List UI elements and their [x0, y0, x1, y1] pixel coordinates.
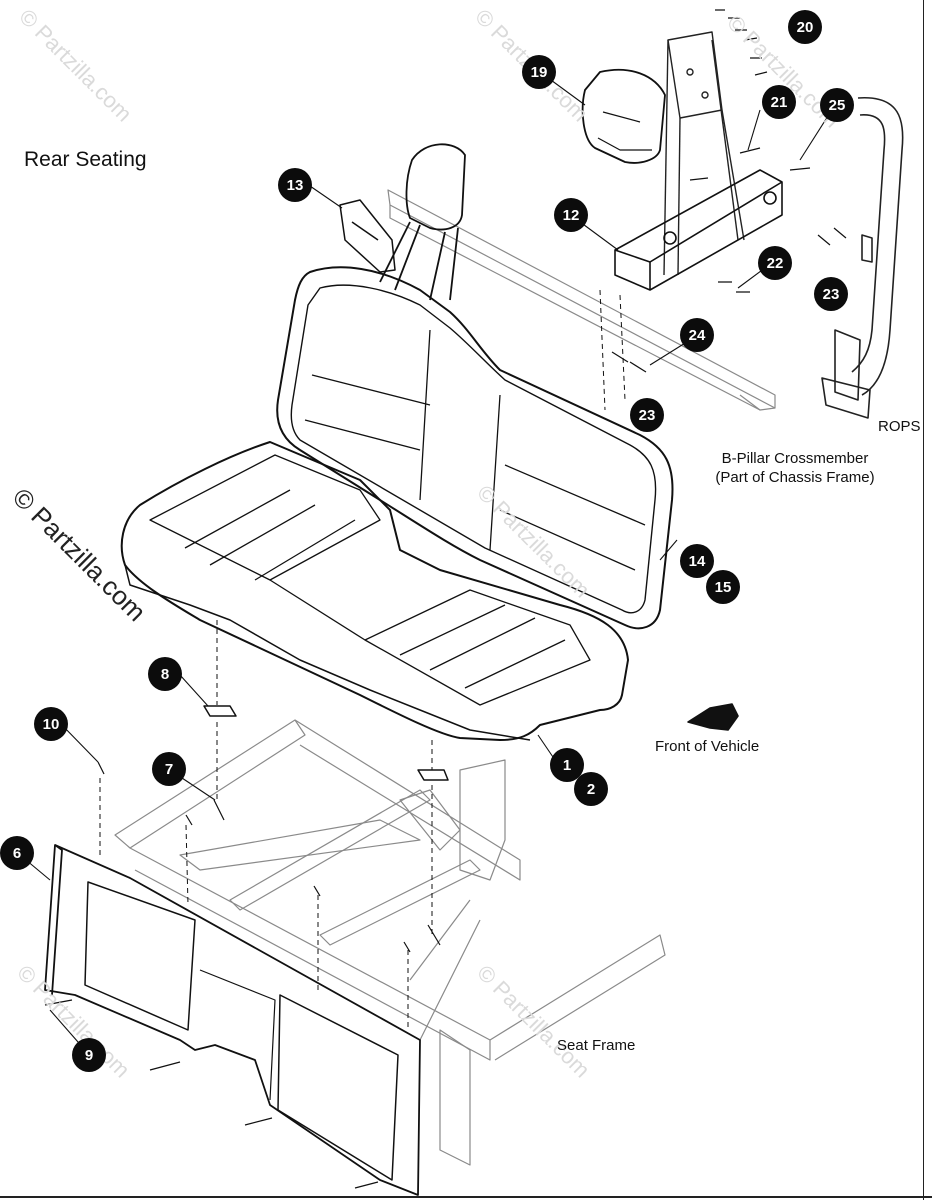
leader-lines: [19, 71, 836, 1051]
rops: [821, 97, 904, 419]
callout-13: 13: [278, 168, 312, 202]
callout-23: 23: [630, 398, 664, 432]
callout-2: 2: [574, 772, 608, 806]
label-seat-frame: Seat Frame: [557, 1037, 636, 1054]
seat-frame: [114, 719, 666, 1166]
assembly-lines: [99, 289, 626, 1030]
frame-border-bottom: [0, 1196, 932, 1198]
rear-bracket-12: [614, 169, 783, 291]
callout-8: 8: [148, 657, 182, 691]
callout-10: 10: [34, 707, 68, 741]
callout-19: 19: [522, 55, 556, 89]
front-arrow: [687, 703, 739, 731]
label-b-pillar-line1: B-Pillar Crossmember: [721, 450, 869, 467]
label-b-pillar: B-Pillar Crossmember (Part of Chassis Fr…: [705, 450, 885, 488]
callout-6: 6: [0, 836, 34, 870]
callout-24: 24: [680, 318, 714, 352]
seat-back-headrest: [379, 143, 466, 301]
callout-20: 20: [788, 10, 822, 44]
frame-border-right: [923, 0, 924, 1200]
seat-cushion: [120, 441, 629, 741]
callout-23: 23: [814, 277, 848, 311]
headrest-upper: [581, 68, 666, 164]
b-pillar-crossmember: [387, 189, 776, 411]
callout-21: 21: [762, 85, 796, 119]
seat-back: [276, 266, 674, 630]
rear-panel: [44, 844, 421, 1196]
page-title: Rear Seating: [24, 148, 147, 171]
callout-22: 22: [758, 246, 792, 280]
label-front-of-vehicle: Front of Vehicle: [655, 738, 760, 755]
label-b-pillar-line2: (Part of Chassis Frame): [715, 468, 875, 486]
fasteners: [44, 9, 847, 1189]
callout-12: 12: [554, 198, 588, 232]
callout-9: 9: [72, 1038, 106, 1072]
callout-15: 15: [706, 570, 740, 604]
label-rops: ROPS: [878, 418, 921, 435]
side-bracket-13: [339, 199, 396, 273]
callout-14: 14: [680, 544, 714, 578]
callout-7: 7: [152, 752, 186, 786]
callout-25: 25: [820, 88, 854, 122]
